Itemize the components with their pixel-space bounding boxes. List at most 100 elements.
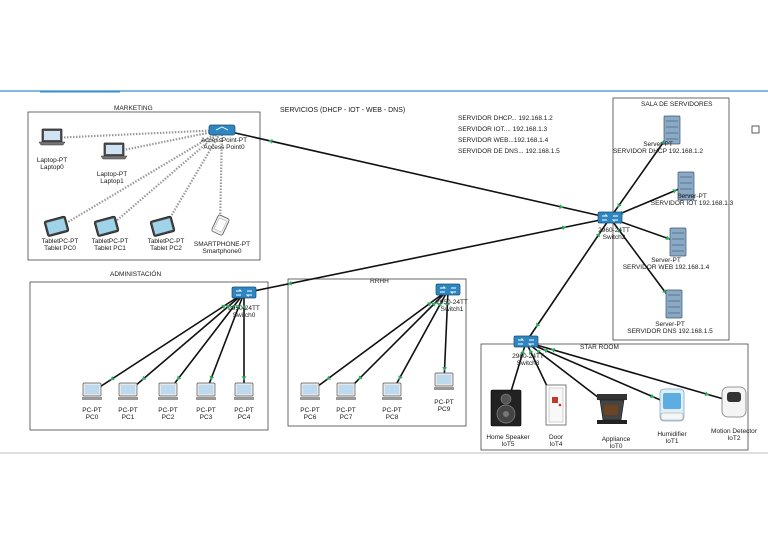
link-status-arrow bbox=[442, 367, 448, 371]
wireless-link-tablet0 bbox=[57, 129, 223, 229]
link-switch1-pc6 bbox=[309, 289, 449, 393]
switch-icon bbox=[597, 211, 623, 224]
wireless-link-laptop1 bbox=[113, 128, 223, 154]
link-status-arrow bbox=[536, 349, 541, 355]
cable-line bbox=[309, 289, 449, 393]
link-status-arrow bbox=[650, 393, 655, 399]
node-type-label: Home Speaker bbox=[486, 434, 530, 441]
node-name-label: Switch2 bbox=[603, 234, 626, 241]
link-switch0-pc4 bbox=[241, 293, 247, 392]
link-status-arrow bbox=[595, 232, 600, 238]
link-status-arrow bbox=[209, 375, 215, 381]
cable-line bbox=[525, 217, 611, 343]
switch-icon bbox=[513, 335, 539, 348]
node-name-label: PC6 bbox=[304, 414, 317, 421]
link-status-arrow bbox=[672, 189, 677, 194]
wireless-link-laptop0 bbox=[51, 128, 223, 140]
node-type-label: Server-PT bbox=[655, 321, 685, 328]
link-status-arrow bbox=[225, 304, 231, 310]
link-status-arrow bbox=[287, 280, 293, 286]
link-status-arrow bbox=[241, 304, 247, 309]
link-status-arrow bbox=[221, 304, 226, 309]
node-type-label: 2950-24TT bbox=[228, 305, 260, 312]
node-name-label: PC8 bbox=[386, 414, 399, 421]
wireless-link-tablet2 bbox=[163, 129, 223, 229]
link-status-arrow bbox=[235, 304, 241, 310]
node-type-label: Server-PT bbox=[651, 257, 681, 264]
checkbox[interactable] bbox=[751, 125, 760, 134]
link-status-arrow bbox=[550, 347, 556, 353]
pc-icon bbox=[336, 382, 356, 400]
link-status-arrow bbox=[520, 349, 525, 355]
link-switch3-iot2 bbox=[525, 341, 735, 403]
node-type-label: PC-PT bbox=[382, 407, 402, 414]
area-star-room bbox=[480, 343, 749, 451]
node-type-label: 2960-24TT bbox=[512, 353, 544, 360]
node-type-label: AccessPoint-PT bbox=[201, 137, 247, 144]
node-type-label: Appliance bbox=[602, 436, 631, 443]
server-icon bbox=[665, 289, 683, 319]
link-switch3-iot1 bbox=[525, 341, 673, 406]
link-status-arrow bbox=[426, 302, 432, 307]
node-type-label: Server-PT bbox=[677, 193, 707, 200]
pc-icon bbox=[234, 382, 254, 400]
link-status-arrow bbox=[561, 225, 567, 231]
server-icon bbox=[669, 227, 687, 257]
link-status-arrow bbox=[177, 375, 182, 381]
node-name-label: Tablet PC2 bbox=[150, 245, 182, 252]
node-type-label: Door bbox=[549, 434, 564, 441]
node-name-label: PC4 bbox=[238, 414, 251, 421]
link-status-arrow bbox=[431, 302, 436, 307]
node-name-label: Laptop0 bbox=[40, 164, 64, 171]
node-name-label: Laptop1 bbox=[100, 178, 124, 185]
link-status-arrow bbox=[617, 202, 622, 208]
node-type-label: PC-PT bbox=[434, 399, 454, 406]
link-switch0-pc3 bbox=[205, 292, 245, 393]
link-status-arrow bbox=[543, 348, 548, 354]
pc-icon bbox=[382, 382, 402, 400]
area-marketing bbox=[27, 111, 261, 261]
link-switch0-pc0 bbox=[91, 292, 245, 393]
node-type-label: PC-PT bbox=[158, 407, 178, 414]
laptop-icon bbox=[100, 142, 128, 160]
node-name-label: Tablet PC1 bbox=[94, 245, 126, 252]
node-name-label: IoT1 bbox=[665, 438, 678, 445]
node-type-label: PC-PT bbox=[118, 407, 138, 414]
node-type-label: Humidifier bbox=[657, 431, 687, 438]
node-name-label: SERVIDOR WEB 192.168.1.4 bbox=[623, 264, 710, 271]
services-title: SERVICIOS (DHCP - IOT - WEB - DNS) bbox=[280, 107, 405, 114]
tablet-icon bbox=[93, 215, 120, 237]
servers-list: SERVIDOR DHCP... 192.168.1.2 SERVIDOR IO… bbox=[458, 115, 560, 155]
node-name-label: PC3 bbox=[200, 414, 213, 421]
